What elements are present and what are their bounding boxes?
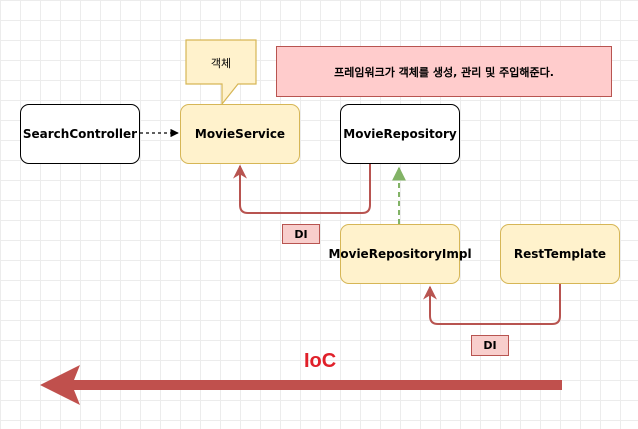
- ioc-arrow-head: [40, 365, 80, 405]
- resttemplate-to-impl-di-arrow: [423, 284, 561, 325]
- ioc-arrow-shaft: [72, 380, 562, 390]
- di-label-impl: DI: [471, 335, 509, 356]
- callout-label: 객체: [210, 57, 232, 70]
- node-search-controller[interactable]: SearchController: [20, 104, 140, 164]
- framework-note: 프레임워크가 객체를 생성, 관리 및 주입해준다.: [276, 46, 612, 97]
- repository-to-service-di-arrow: [233, 163, 371, 214]
- ioc-label: IoC: [304, 350, 337, 372]
- callout-bubble: [185, 39, 257, 106]
- node-movie-repository[interactable]: MovieRepository: [340, 104, 460, 164]
- di-label-service: DI: [282, 224, 320, 244]
- node-movie-repository-impl[interactable]: MovieRepositoryImpl: [328, 224, 472, 284]
- node-rest-template[interactable]: RestTemplate: [500, 224, 620, 284]
- node-movie-service[interactable]: MovieService: [180, 104, 300, 164]
